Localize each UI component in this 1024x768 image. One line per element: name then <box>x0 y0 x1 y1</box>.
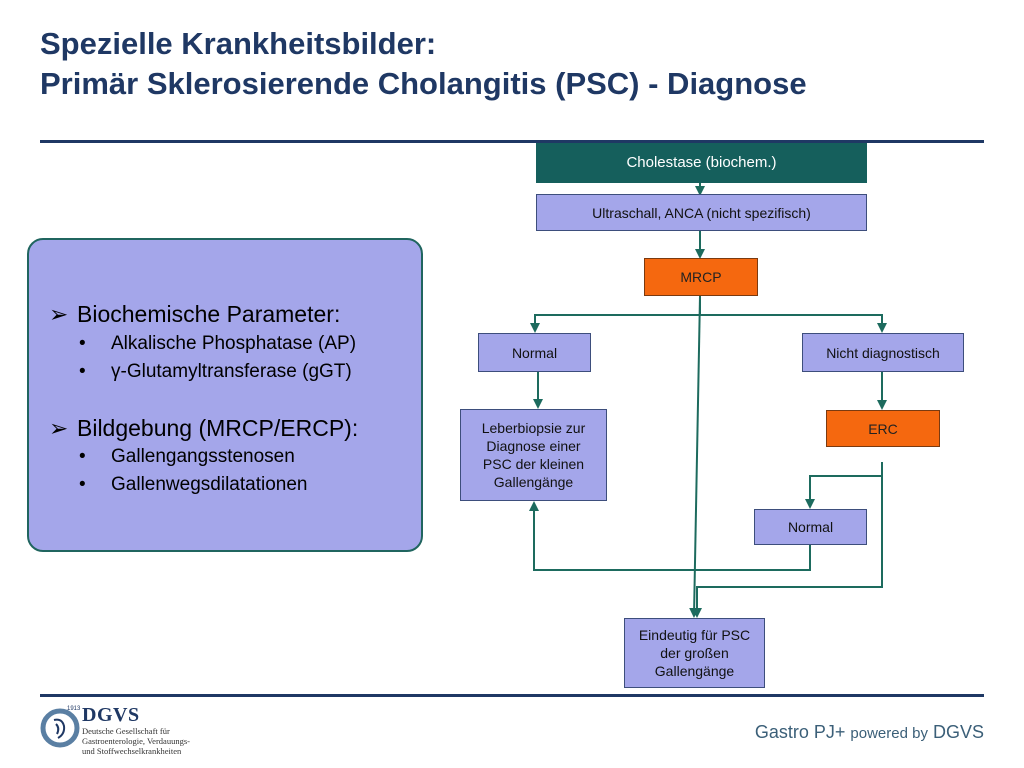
logo-name: DGVS <box>82 704 140 726</box>
section-heading: Bildgebung (MRCP/ERCP): <box>77 415 359 441</box>
bullet-dot-icon: • <box>79 474 86 495</box>
box-ultraschall: Ultraschall, ANCA (nicht spezifisch) <box>536 194 867 231</box>
title-divider <box>40 140 984 143</box>
box-leberbiopsie: Leberbiopsie zur Diagnose einer PSC der … <box>460 409 607 501</box>
box-normal-right: Normal <box>754 509 867 545</box>
slide-title: Spezielle Krankheitsbilder: Primär Skler… <box>40 24 807 104</box>
logo-year: 1913 <box>67 706 81 712</box>
footer-powered: powered by <box>850 725 928 742</box>
bullet-dot-icon: • <box>79 446 86 467</box>
footer-brand-name: Gastro PJ+ <box>754 722 846 742</box>
bullet-dot-icon: • <box>79 333 86 354</box>
connector-erc-normal <box>805 462 883 509</box>
title-line-1: Spezielle Krankheitsbilder: <box>40 26 437 61</box>
section-imaging: ➢ Bildgebung (MRCP/ERCP): <box>49 415 358 442</box>
footer-org: DGVS <box>932 722 984 742</box>
box-normal-left: Normal <box>478 333 591 372</box>
box-mrcp: MRCP <box>644 258 758 296</box>
section-biochemistry: ➢ Biochemische Parameter: <box>49 301 340 328</box>
connector-mrcp-normal <box>530 296 701 333</box>
box-cholestase: Cholestase (biochem.) <box>536 143 867 183</box>
connector-erc-eindeutig <box>692 476 883 618</box>
list-item: •γ-Glutamyltransferase (gGT) <box>79 361 352 382</box>
dgvs-seal-icon <box>40 708 80 748</box>
bullet-dot-icon: • <box>79 361 86 382</box>
parameter-panel: ➢ Biochemische Parameter: •Alkalische Pho… <box>27 238 423 552</box>
logo-subtitle: Deutsche Gesellschaft für Gastroenterolo… <box>82 726 190 756</box>
box-nicht-diagnostisch: Nicht diagnostisch <box>802 333 964 372</box>
list-item: •Gallenwegsdilatationen <box>79 474 308 495</box>
connector-mrcp-eindeutig <box>689 295 701 618</box>
dgvs-logo: 1913 DGVS Deutsche Gesellschaft für Gast… <box>40 704 190 764</box>
footer-brand: Gastro PJ+ powered by DGVS <box>755 722 984 743</box>
list-item: •Alkalische Phosphatase (AP) <box>79 333 357 354</box>
list-item: •Gallengangsstenosen <box>79 446 295 467</box>
section-heading: Biochemische Parameter: <box>77 301 341 327</box>
box-eindeutig: Eindeutig für PSC der großen Gallengänge <box>624 618 765 688</box>
arrow-bullet-icon: ➢ <box>49 415 69 441</box>
connector-normal-leberbiopsie-back <box>529 501 811 571</box>
arrow-bullet-icon: ➢ <box>49 301 69 327</box>
footer-divider <box>40 694 984 697</box>
connector-mrcp-nicht-diagnostisch <box>700 314 887 333</box>
title-line-2: Primär Sklerosierende Cholangitis (PSC) … <box>40 66 807 101</box>
box-erc: ERC <box>826 410 940 447</box>
